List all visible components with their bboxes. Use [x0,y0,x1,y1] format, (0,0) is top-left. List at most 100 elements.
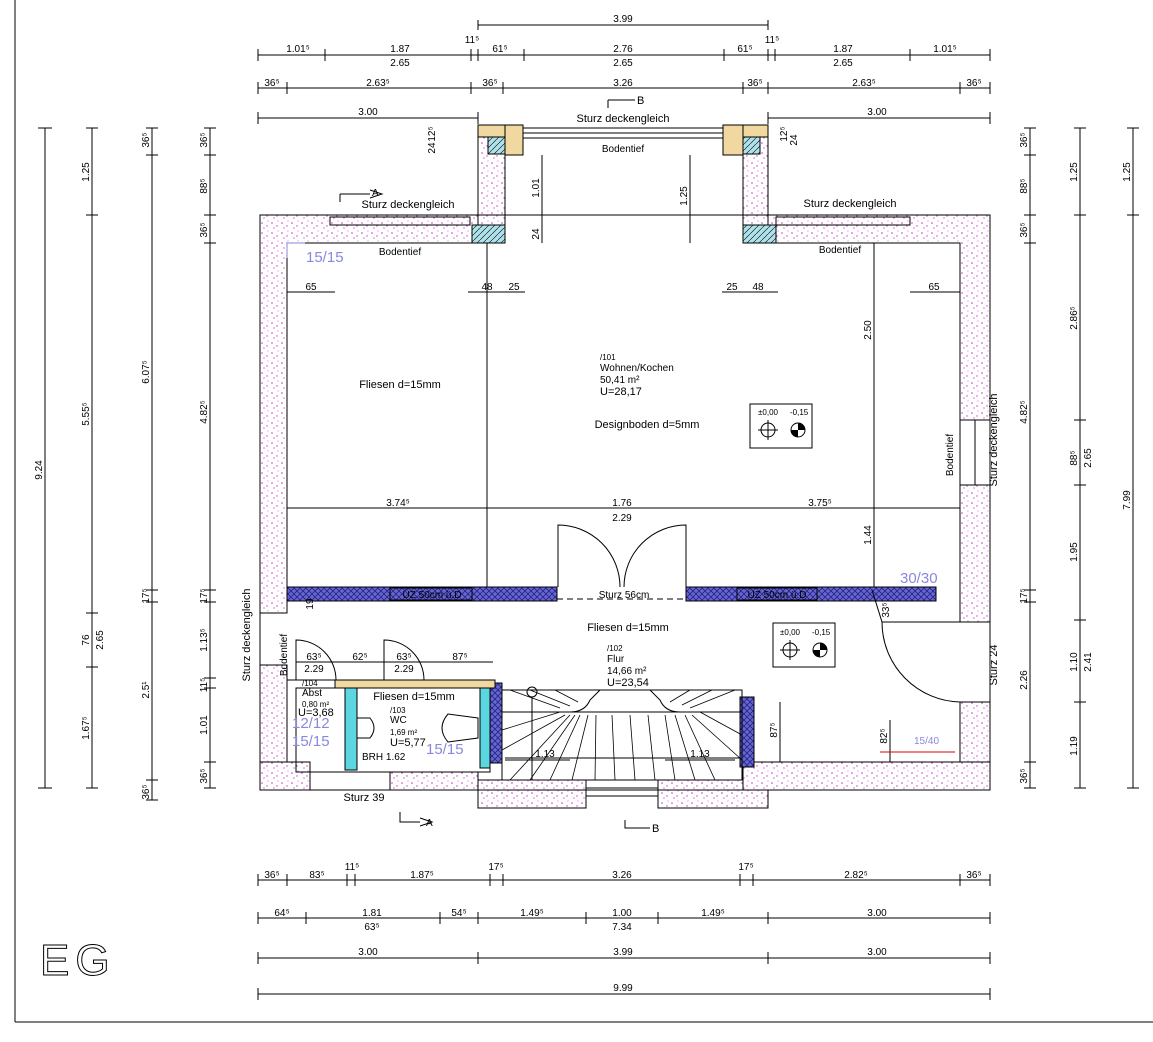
label-sturz-24: Sturz 24 [988,645,1000,686]
section-a-top: A [372,188,379,199]
dim-top-2e: 36⁵ [747,78,762,89]
bay-posts [329,124,911,244]
bdim-3c: 3.00 [867,947,887,958]
mark-15-40: 15/40 [914,736,939,747]
idim-24: 87⁵ [452,652,467,663]
dim-right-c2g: 2.41 [1083,652,1094,672]
room-104-u: U=3,68 [298,707,334,719]
toilet-fixtures [356,713,479,743]
dim-right-c2f: 1.10 [1069,652,1080,672]
bdim-1g: 17⁵ [738,862,753,873]
idim-22: 63⁵ [396,652,411,663]
idim-3: 25 [726,282,738,293]
bdim-3a: 3.00 [358,947,378,958]
idim-2: 25 [508,282,520,293]
stairs [501,686,743,797]
wc-walls [287,679,496,773]
idim-28: 82⁵ [879,728,890,743]
bdim-1c: 11⁵ [345,862,360,873]
room-101-name: Wohnen/Kochen [600,363,674,374]
dim-top-1f: 61⁵ [737,44,752,55]
idim-1: 48 [481,282,493,293]
level-a-1: ±0,00 [758,408,779,417]
room-104-area: 0,80 m² [302,700,329,709]
mark-15-15-c: 15/15 [426,741,464,758]
label-sturz-left-vert: Sturz deckengleich [241,589,253,682]
dim-left-c4e: 17⁵ [199,588,210,603]
bdim-2h: 1.49⁵ [701,908,725,919]
dim-left-c4f: 1.13⁵ [199,628,210,652]
dim-right-c2a: 1.25 [1069,162,1080,182]
idim-10: 3.74⁵ [386,498,410,509]
label-bodentief-right: Bodentief [819,245,861,256]
idim-0: 65 [305,282,317,293]
dim-left-c2a: 1.25 [81,162,92,182]
room-103-u: U=5,77 [390,737,426,749]
room-102-name: Flur [607,654,625,665]
insulation-strip [286,586,937,768]
room-102-area: 14,66 m² [607,666,647,677]
bdim-2c: 63⁵ [364,922,379,933]
left-dimension-chains: 9.24 1.25 5.55⁵ 76 2.65 1.67⁵ 36⁵ 6.07⁵ … [34,127,216,801]
label-uz-left: ÜZ 50cm ü.D [403,589,462,601]
interior-dim-lines [287,155,960,762]
dim-left-c4h: 1.01 [199,715,210,735]
bdim-1a: 36⁵ [264,870,279,881]
idim-23: 2.29 [394,664,414,675]
level-b-2: -0,15 [812,628,831,637]
label-sturz-left: Sturz deckengleich [362,199,455,211]
bdim-2e: 1.49⁵ [520,908,544,919]
room-102-number: /102 [607,644,623,653]
dim-left-c2e: 1.67⁵ [81,716,92,740]
label-fliesen-flur: Fliesen d=15mm [587,622,669,634]
bdim-2g: 7.34 [612,922,632,933]
bdim-2a: 64⁵ [274,908,289,919]
dim-right-c1b: 88⁵ [1019,178,1030,193]
label-sturz-right: Sturz deckengleich [804,198,897,210]
room-103-name: WC [390,715,407,726]
dim-right-c3b: 7.99 [1122,490,1133,510]
section-markers: A A B B [339,95,659,835]
interior-dimension-values: 65 48 25 25 48 65 1.01 1.25 2.50 1.44 3.… [304,126,940,760]
idim-25: 19 [305,598,316,610]
level-marker-2: ±0,00 -0,15 [772,622,836,668]
dim-left-c4a: 36⁵ [199,132,210,147]
top-dimension-chains: 3.99 1.01⁵ 1.87 11⁵ 61⁵ 2.76 61⁵ 11⁵ 1.8… [257,14,991,124]
dim-left-c4i: 36⁵ [199,768,210,783]
idim-30: 1.13 [690,749,710,760]
room-stamp-101: /101 Wohnen/Kochen 50,41 m² U=28,17 [600,353,674,398]
room-104-number: /104 [302,679,318,688]
dim-top-2a: 36⁵ [264,78,279,89]
walls [259,124,991,809]
right-dimension-chains: 36⁵ 88⁵ 36⁵ 4.82⁵ 17⁵ 2.26 36⁵ 1.25 2.86… [1019,127,1139,789]
room-stamp-102: /102 Flur 14,66 m² U=23,54 [607,644,649,689]
dim-left-c3d: 2.5¹ [141,681,152,699]
label-designboden: Designboden d=5mm [595,419,700,431]
dim-right-c2h: 1.19 [1069,736,1080,756]
dim-top-1h: 1.87 [833,44,853,55]
dim-top-2b: 2.63⁵ [366,78,390,89]
idim-12: 2.29 [612,513,632,524]
dim-right-c2c: 88⁵ [1069,450,1080,465]
bdim-1e: 17⁵ [488,862,503,873]
label-brh: BRH 1.62 [362,752,406,763]
room-103-number: /103 [390,706,406,715]
level-marker-1: ±0,00 -0,15 [749,403,813,449]
idim-7: 1.25 [679,186,690,206]
dim-top-1g: 11⁵ [765,35,780,46]
label-bodentief-right-vert: Bodentief [945,434,956,476]
dim-left-c3a: 36⁵ [141,132,152,147]
room-stamp-103: /103 WC 1,69 m² U=5,77 [390,706,426,749]
section-a-bottom: A [426,818,433,829]
idim-20: 2.29 [304,664,324,675]
dim-top-1a: 1.01⁵ [286,44,310,55]
mark-12-12: 12/12 [292,715,330,732]
dim-left-c3b: 6.07⁵ [141,360,152,384]
idim-18: 24 [531,228,542,240]
bdim-2b: 1.81 [362,908,382,919]
dim-left-c4d: 4.82⁵ [199,400,210,424]
dim-top-2c: 36⁵ [482,78,497,89]
dim-left-c4c: 36⁵ [199,222,210,237]
label-bodentief-left: Bodentief [379,247,421,258]
idim-27: 87⁵ [769,722,780,737]
